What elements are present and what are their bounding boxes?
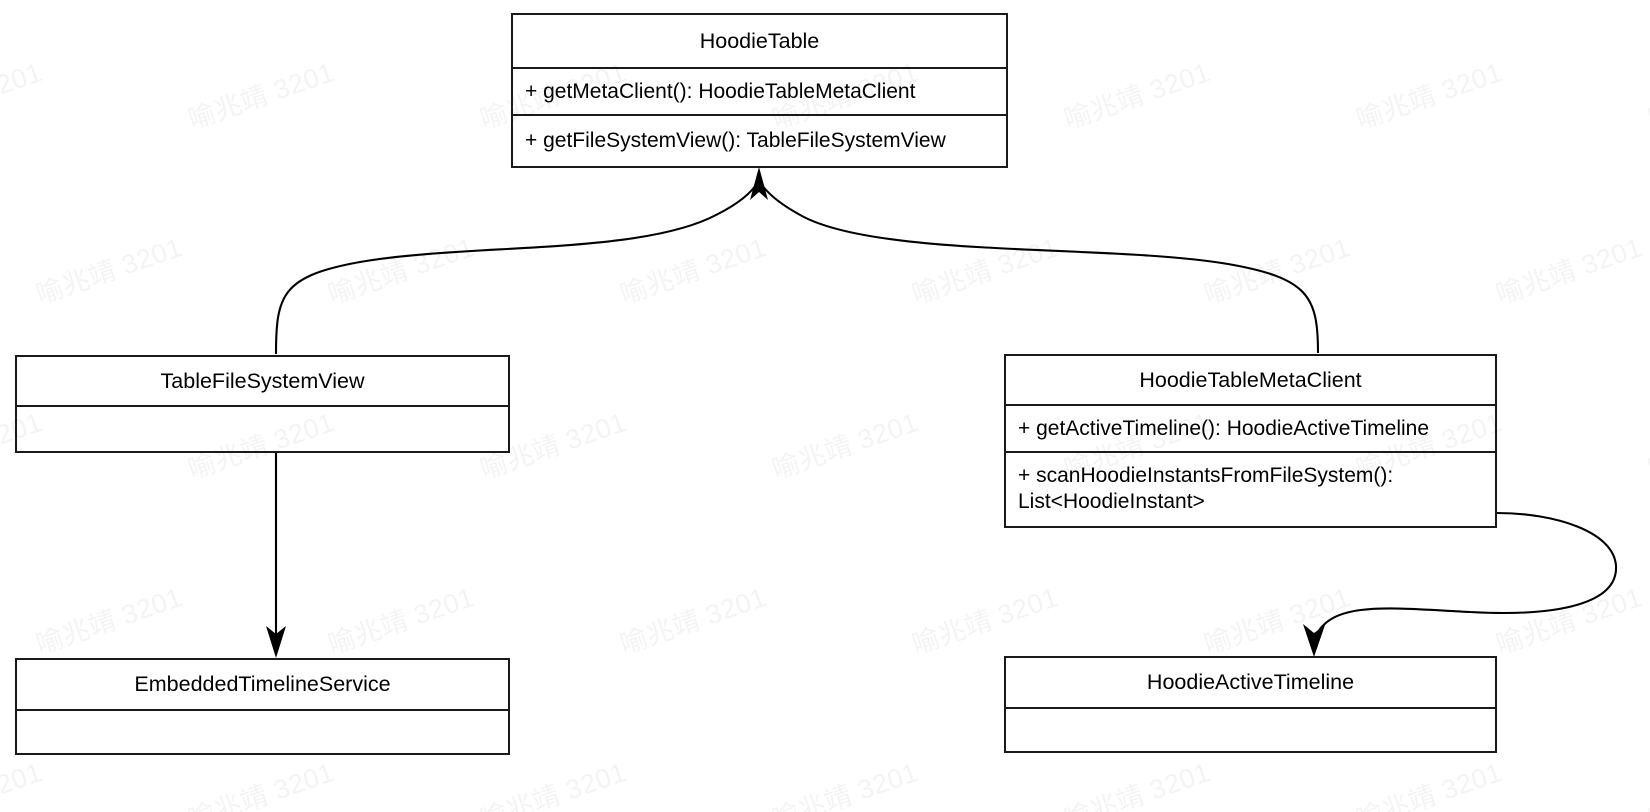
class-name-hoodie-table: HoodieTable — [513, 15, 1006, 69]
arrowhead-into-hoodietable — [750, 167, 768, 200]
class-name-embedded-timeline-service: EmbeddedTimelineService — [17, 660, 508, 711]
class-members-hoodie-active-timeline — [1006, 709, 1495, 751]
class-method-hoodie-table-meta-client-0: + getActiveTimeline(): HoodieActiveTimel… — [1006, 406, 1495, 453]
class-box-embedded-timeline-service[interactable]: EmbeddedTimelineService — [15, 658, 510, 755]
edge-hoodietablemetaclient-to-hoodietable — [759, 181, 1320, 354]
class-members-embedded-timeline-service — [17, 711, 508, 753]
class-name-hoodie-table-meta-client: HoodieTableMetaClient — [1006, 356, 1495, 406]
class-method-hoodie-table-meta-client-1: + scanHoodieInstantsFromFileSystem(): Li… — [1018, 464, 1394, 513]
class-method-hoodie-table-0: + getMetaClient(): HoodieTableMetaClient — [513, 69, 1006, 116]
class-name-table-file-system-view: TableFileSystemView — [17, 357, 508, 407]
class-name-hoodie-active-timeline: HoodieActiveTimeline — [1006, 658, 1495, 709]
class-members-table-file-system-view — [17, 407, 508, 451]
class-box-hoodie-table-meta-client[interactable]: HoodieTableMetaClient + getActiveTimelin… — [1004, 354, 1497, 528]
edge-hoodietablemetaclient-to-hoodieactivetimeline — [1303, 511, 1618, 657]
edge-tablefilesystemview-to-hoodietable — [274, 181, 759, 355]
edge-tablefilesystemview-to-embeddedtimelineservice — [266, 453, 286, 658]
class-box-hoodie-active-timeline[interactable]: HoodieActiveTimeline — [1004, 656, 1497, 753]
class-method-hoodie-table-1: + getFileSystemView(): TableFileSystemVi… — [525, 129, 946, 153]
class-box-hoodie-table[interactable]: HoodieTable + getMetaClient(): HoodieTab… — [511, 13, 1008, 168]
class-box-table-file-system-view[interactable]: TableFileSystemView — [15, 355, 510, 453]
